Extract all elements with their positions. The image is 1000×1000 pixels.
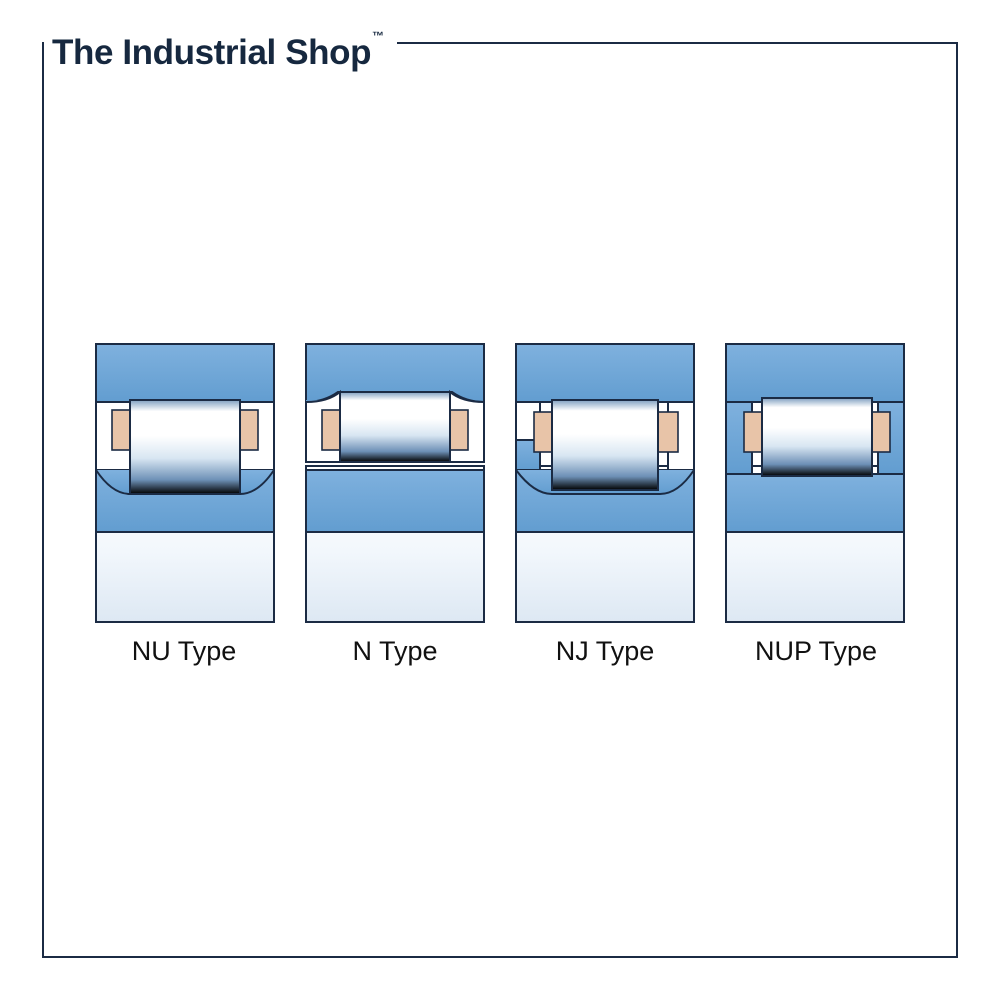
- bearing-nu: [95, 343, 275, 623]
- brand-name: The Industrial Shop: [52, 32, 372, 72]
- caption-nup: NUP Type: [726, 636, 906, 667]
- trademark-symbol: ™: [372, 29, 385, 43]
- caption-nj-label: NJ Type: [555, 636, 655, 666]
- image-frame-border: [42, 42, 958, 958]
- caption-n-label: N Type: [352, 636, 438, 666]
- bearing-nup: [725, 343, 905, 623]
- caption-n: N Type: [306, 636, 484, 667]
- caption-nu: NU Type: [96, 636, 272, 667]
- bearing-n: [305, 343, 485, 623]
- caption-nu-label: NU Type: [131, 636, 237, 666]
- caption-nup-label: NUP Type: [754, 636, 878, 666]
- caption-nj: NJ Type: [516, 636, 694, 667]
- bearing-nj: [515, 343, 695, 623]
